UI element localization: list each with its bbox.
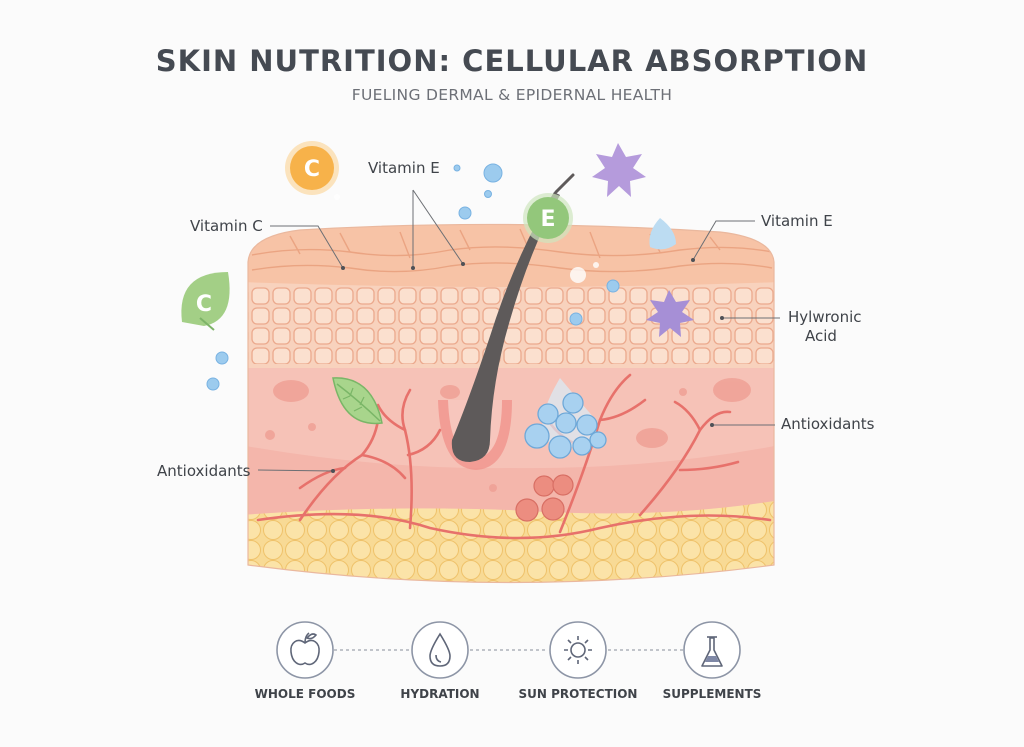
label-hyaluronic-acid-line2: Acid bbox=[805, 327, 837, 345]
label-hyaluronic-acid-line1: Hylwronic bbox=[788, 308, 862, 326]
blood-vessels bbox=[256, 373, 772, 540]
source-hydration: HYDRATION bbox=[400, 621, 480, 701]
label-antioxidants-left: Antioxidants bbox=[157, 462, 251, 480]
dermal-cells bbox=[265, 378, 751, 492]
badge-letter: E bbox=[540, 207, 555, 232]
red-blood-cells bbox=[515, 474, 574, 522]
hair-follicle bbox=[438, 173, 575, 470]
nutrition-sources-row: WHOLE FOODS HYDRATION SUN PROTECTION bbox=[255, 621, 762, 701]
page-title: SKIN NUTRITION: CELLULAR ABSORPTION bbox=[155, 44, 869, 78]
vitamin-c-orange-badge: C bbox=[285, 141, 339, 195]
source-sun-protection: SUN PROTECTION bbox=[519, 621, 638, 701]
floating-bubbles bbox=[206, 163, 620, 391]
label-antioxidants-right: Antioxidants bbox=[781, 415, 875, 433]
source-label: SUPPLEMENTS bbox=[663, 687, 762, 701]
source-label: HYDRATION bbox=[400, 687, 479, 701]
hyaluronic-acid-cluster bbox=[524, 378, 607, 459]
leaf-icon bbox=[332, 377, 383, 425]
page-subtitle: FUELING DERMAL & EPIDERNAL HEALTH bbox=[351, 86, 673, 104]
label-vitamin-e-top: Vitamin E bbox=[368, 159, 440, 177]
water-droplet-icon bbox=[649, 218, 676, 250]
badge-letter: C bbox=[196, 292, 212, 317]
stratum-corneum bbox=[248, 224, 774, 287]
vitamin-c-green-leaf-badge: C bbox=[181, 272, 230, 331]
source-supplements: SUPPLEMENTS bbox=[663, 621, 762, 701]
source-label: WHOLE FOODS bbox=[255, 687, 356, 701]
water-drop-icon bbox=[429, 632, 451, 667]
flask-icon bbox=[701, 636, 723, 667]
antioxidant-star-icon bbox=[646, 290, 694, 337]
antioxidant-star-icon bbox=[592, 143, 646, 197]
source-label: SUN PROTECTION bbox=[519, 687, 638, 701]
vitamin-e-green-badge: E bbox=[523, 193, 573, 243]
sun-icon bbox=[564, 636, 592, 664]
label-vitamin-c: Vitamin C bbox=[190, 217, 263, 235]
apple-icon bbox=[290, 632, 320, 666]
badge-letter: C bbox=[304, 157, 320, 182]
source-whole-foods: WHOLE FOODS bbox=[255, 621, 356, 701]
hair-shaft bbox=[451, 192, 560, 462]
label-vitamin-e-right: Vitamin E bbox=[761, 212, 833, 230]
leader-lines bbox=[257, 189, 780, 472]
